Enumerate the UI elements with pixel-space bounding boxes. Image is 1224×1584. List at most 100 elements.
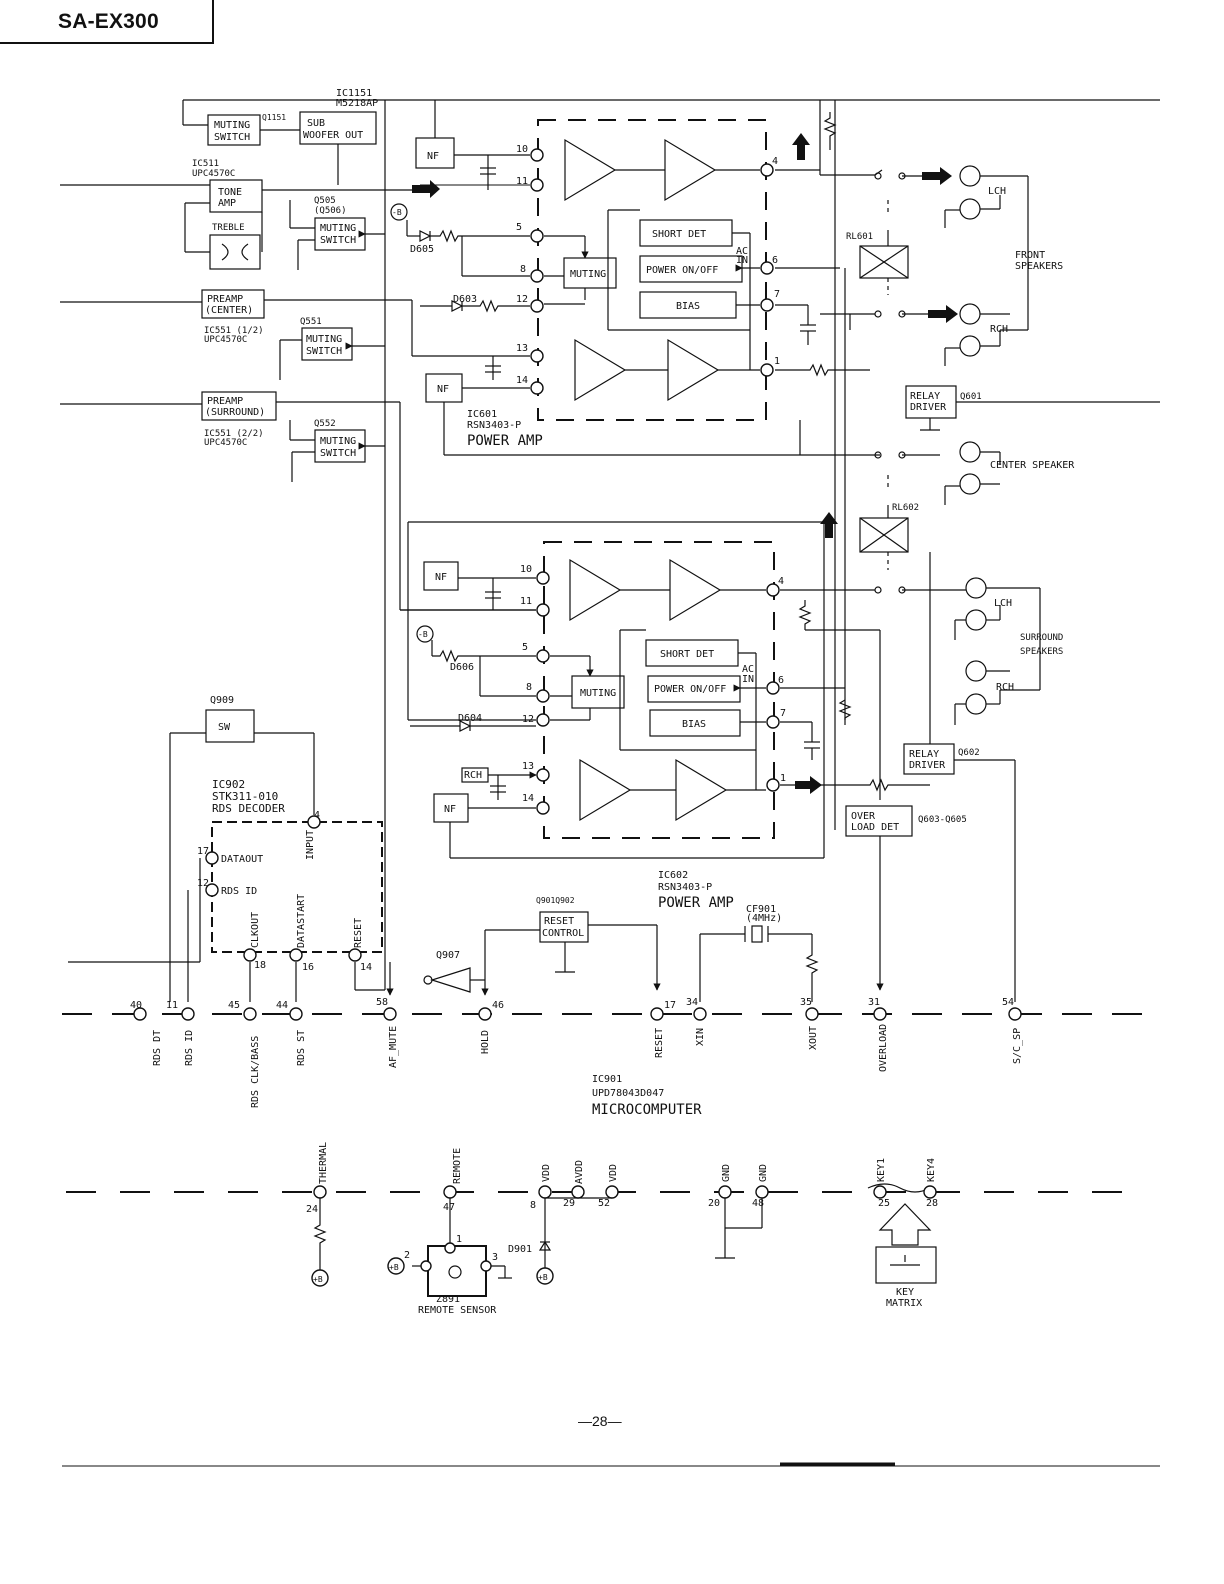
- bias-label: BIAS: [676, 301, 700, 312]
- bus-signal-label: OVERLOAD: [878, 1024, 889, 1072]
- q603-605-label: Q603-Q605: [918, 815, 967, 825]
- dataout-label: DATAOUT: [221, 854, 263, 865]
- power-amp-label: POWER AMP: [658, 895, 734, 911]
- pin-label: 14: [522, 793, 534, 804]
- nf-label: NF: [444, 804, 456, 815]
- pos-b-label: +B: [389, 1263, 399, 1272]
- rds-decoder-label: RDS DECODER: [212, 802, 285, 815]
- q506-label: (Q506): [314, 206, 347, 216]
- d605-label: D605: [410, 244, 434, 255]
- rch-label: RCH: [990, 324, 1008, 335]
- pos-b-label: +B: [538, 1273, 548, 1282]
- short-det-label: SHORT DET: [660, 649, 714, 660]
- surround-paren-label: (SURROUND): [205, 407, 265, 418]
- muting-label: MUTING: [306, 334, 342, 345]
- pin-label: 3: [492, 1252, 498, 1263]
- q1151-label: Q1151: [262, 113, 286, 122]
- model-title: SA-EX300: [58, 10, 159, 33]
- ic551-2-label: IC551 (2/2): [204, 429, 264, 439]
- rch-label: RCH: [996, 682, 1014, 693]
- ic601-label: IC601: [467, 409, 497, 420]
- in-label: IN: [742, 674, 754, 685]
- lch-label: LCH: [994, 598, 1012, 609]
- pin-label: 10: [520, 564, 532, 575]
- pin-label: 8: [526, 682, 532, 693]
- pin-label: 45: [228, 1000, 240, 1011]
- page-number: —28—: [578, 1413, 622, 1429]
- pin-label: 24: [306, 1204, 318, 1215]
- avdd-label: AVDD: [574, 1160, 585, 1184]
- pin-label: 17: [197, 846, 209, 857]
- bus-signal-label: RDS CLK/BASS: [250, 1036, 261, 1108]
- switch-label: SWITCH: [214, 132, 250, 143]
- woofer-out-label: WOOFER OUT: [303, 130, 363, 141]
- switch-label: SWITCH: [320, 448, 356, 459]
- ic902-part-label: STK311-010: [212, 790, 278, 803]
- q901-902-label: Q901Q902: [536, 896, 575, 905]
- ic602-part-label: RSN3403-P: [658, 882, 712, 893]
- pin-label: 6: [778, 675, 784, 686]
- muting-label: MUTING: [214, 120, 250, 131]
- pin-label: 46: [492, 1000, 504, 1011]
- pin-label: 7: [780, 708, 786, 719]
- reset-box-label: RESET: [544, 916, 574, 927]
- pin-label: 11: [166, 1000, 178, 1011]
- bus-signal-label: RDS ID: [184, 1030, 195, 1066]
- over-label: OVER: [851, 811, 876, 822]
- datastart-label: DATASTART: [296, 894, 307, 948]
- rl602-label: RL602: [892, 503, 919, 513]
- amp-label: AMP: [218, 198, 236, 209]
- gnd-label: GND: [721, 1164, 732, 1182]
- sub-label: SUB: [307, 118, 325, 129]
- relay-label: RELAY: [910, 391, 940, 402]
- bus-signal-label: AF_MUTE: [388, 1026, 399, 1068]
- gnd-label: GND: [758, 1164, 769, 1182]
- front-label: FRONT: [1015, 250, 1045, 261]
- q907-label: Q907: [436, 950, 460, 961]
- center-speaker-label: CENTER SPEAKER: [990, 460, 1075, 471]
- ic1151-label: IC1151: [336, 88, 372, 99]
- vdd-label: VDD: [608, 1164, 619, 1182]
- power-amp-label: POWER AMP: [467, 433, 543, 449]
- title-box: [0, 0, 214, 44]
- speakers-label: SPEAKERS: [1015, 261, 1063, 272]
- pin-label: 14: [360, 962, 372, 973]
- remote-sensor-label: REMOTE SENSOR: [418, 1305, 497, 1316]
- preamp-label: PREAMP: [207, 294, 243, 305]
- neg-b-label: -B: [392, 208, 402, 217]
- center-paren-label: (CENTER): [205, 305, 253, 316]
- key4-label: KEY4: [926, 1158, 937, 1182]
- input-pin-label: INPUT: [305, 830, 316, 860]
- pin-label: 4: [772, 156, 778, 167]
- nf-label: NF: [437, 384, 449, 395]
- short-det-label: SHORT DET: [652, 229, 706, 240]
- control-label: CONTROL: [542, 928, 584, 939]
- pin-label: 6: [772, 255, 778, 266]
- pin-label: 12: [522, 714, 534, 725]
- pin-label: 11: [520, 596, 532, 607]
- tone-label: TONE: [218, 187, 242, 198]
- remote-label: REMOTE: [452, 1148, 463, 1184]
- pin-label: 7: [774, 289, 780, 300]
- pin-label: 54: [1002, 997, 1014, 1008]
- ic511-label: IC511: [192, 159, 219, 169]
- pin-label: 14: [516, 375, 528, 386]
- pin-label: 11: [516, 176, 528, 187]
- cf901-freq-label: (4MHz): [746, 913, 782, 924]
- rds-id-pin-label: RDS ID: [221, 886, 257, 897]
- ac-label: AC: [736, 246, 748, 257]
- relay-label: RELAY: [909, 749, 939, 760]
- ic901-label: IC901: [592, 1074, 622, 1085]
- pin-label: 28: [926, 1198, 938, 1209]
- nf-label: NF: [427, 151, 439, 162]
- ic902-label: IC902: [212, 778, 245, 791]
- power-onoff-label: POWER ON/OFF: [646, 265, 718, 276]
- pin-label: 1: [780, 773, 786, 784]
- pin-label: 17: [664, 1000, 676, 1011]
- bus-signal-label: RDS ST: [296, 1030, 307, 1066]
- cf901-label: CF901: [746, 904, 776, 915]
- q601-label: Q601: [960, 392, 982, 402]
- pin-label: 13: [516, 343, 528, 354]
- ic602-label: IC602: [658, 870, 688, 881]
